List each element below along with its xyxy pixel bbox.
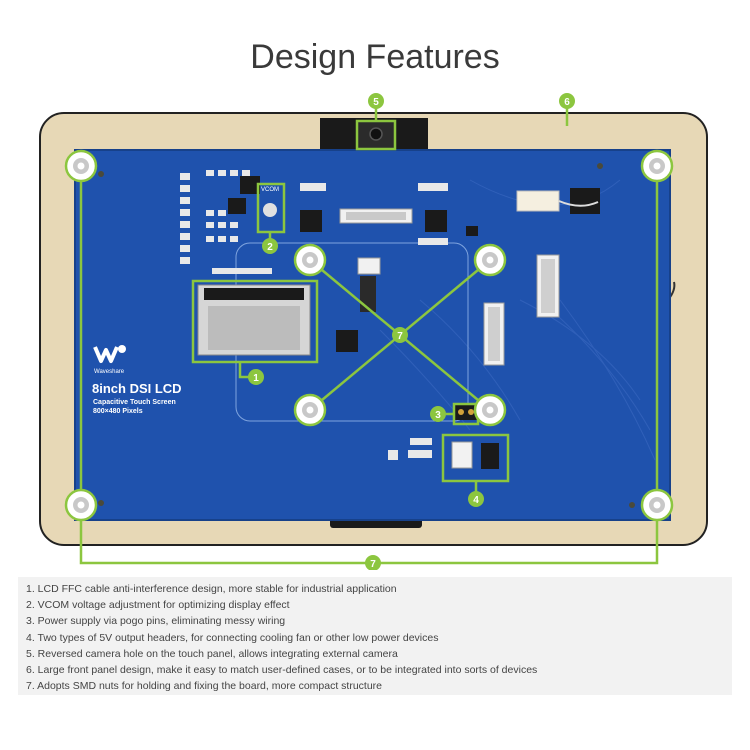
highlight-camera (355, 119, 397, 151)
callout-5: 5 (368, 93, 384, 109)
svg-text:5: 5 (373, 97, 379, 108)
waveshare-logo-icon (93, 345, 126, 363)
vcom-potentiometer (263, 203, 277, 217)
pogo-pins (454, 404, 478, 420)
feature-list: 1. LCD FFC cable anti-interference desig… (18, 577, 732, 695)
small-connector (357, 257, 381, 275)
brand-name: Waveshare (94, 369, 125, 375)
callout-7-cross: 7 (392, 327, 408, 343)
smd-nut-icon (293, 393, 327, 427)
feature-item: 4. Two types of 5V output headers, for c… (26, 631, 439, 644)
vcom-label: VCOM (261, 187, 279, 193)
callout-7-bottom: 7 (365, 555, 381, 570)
svg-text:4: 4 (473, 495, 479, 506)
svg-text:7: 7 (370, 559, 376, 570)
power-header-white (451, 441, 473, 469)
svg-text:3: 3 (435, 410, 441, 421)
smd-nut-icon (473, 393, 507, 427)
smd-nut-icon (640, 149, 674, 183)
svg-text:6: 6 (564, 97, 570, 108)
highlight-vcom (256, 182, 286, 234)
smd-nut-icon (473, 243, 507, 277)
smd-nut-icon (293, 243, 327, 277)
feature-item: 7. Adopts SMD nuts for holding and fixin… (26, 680, 383, 693)
callout-6: 6 (559, 93, 575, 109)
power-header-black (481, 443, 499, 469)
callout-badges: 1 2 3 4 5 6 7 7 (248, 93, 575, 570)
svg-text:1: 1 (253, 373, 259, 384)
smd-nut-icon (640, 488, 674, 522)
product-name: 8inch DSI LCD (92, 381, 182, 396)
highlight-headers (441, 433, 510, 483)
svg-text:2: 2 (267, 242, 273, 253)
feature-item: 3. Power supply via pogo pins, eliminati… (26, 615, 286, 628)
smd-nut-icon (64, 488, 98, 522)
feature-item: 2. VCOM voltage adjustment for optimizin… (26, 599, 290, 612)
product-figure: VCOM Waveshare 8inch DSI LCD Capacitive … (0, 85, 750, 570)
callout-1: 1 (248, 369, 264, 385)
product-subtitle: Capacitive Touch Screen (93, 399, 176, 406)
callout-2: 2 (262, 238, 278, 254)
product-resolution: 800×480 Pixels (93, 408, 143, 415)
svg-text:7: 7 (397, 331, 403, 342)
feature-item: 1. LCD FFC cable anti-interference desig… (26, 583, 397, 595)
feature-item: 5. Reversed camera hole on the touch pan… (26, 647, 398, 660)
smd-nut-icon (64, 149, 98, 183)
page-title: Design Features (250, 38, 500, 76)
fan-connector (516, 190, 560, 212)
feature-item: 6. Large front panel design, make it eas… (26, 664, 538, 677)
highlight-ffc (191, 279, 319, 364)
callout-4: 4 (468, 491, 484, 507)
callout-3: 3 (430, 406, 446, 422)
smd-nuts (64, 149, 674, 522)
camera-hole-icon (369, 127, 383, 141)
